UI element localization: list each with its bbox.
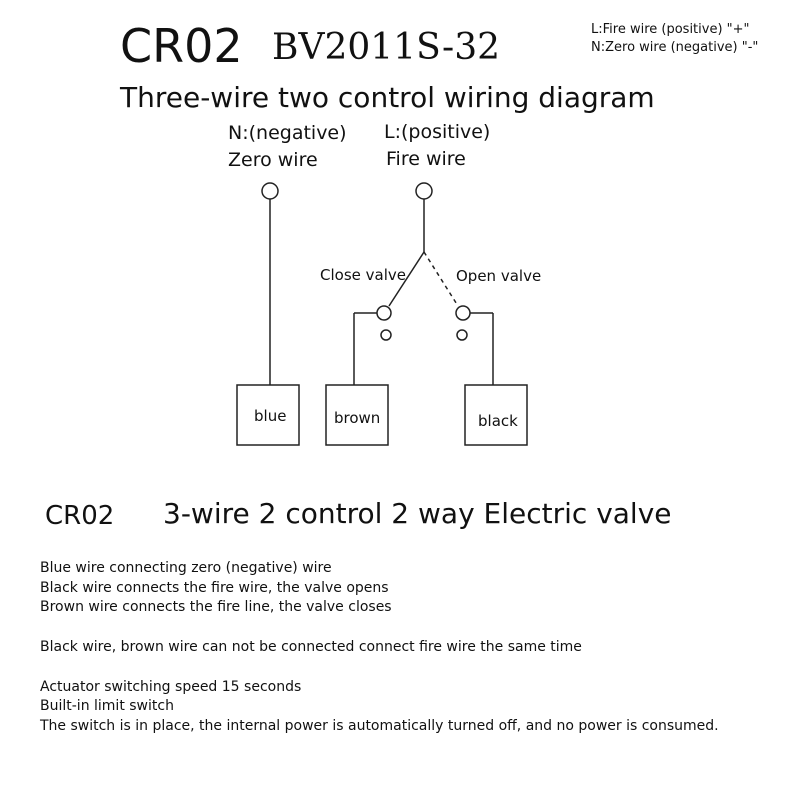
note-line: Actuator switching speed 15 seconds [40, 679, 302, 695]
terminal-l-circle [415, 182, 433, 200]
wire-label-black: black [478, 412, 518, 430]
close-contact-pin [380, 329, 392, 341]
close-contact-circle [376, 305, 392, 321]
diagram-title: Three-wire two control wiring diagram [120, 81, 655, 114]
open-contact-circle [455, 305, 471, 321]
note-line: Brown wire connects the fire line, the v… [40, 599, 392, 615]
terminal-l-sublabel: Fire wire [386, 148, 466, 170]
close-valve-label: Close valve [320, 266, 406, 284]
model-code: CR02 [120, 19, 243, 73]
model-number: BV2011S-32 [272, 27, 501, 68]
terminal-l-label: L:(positive) [384, 121, 491, 143]
product-code: CR02 [45, 501, 115, 531]
legend-zero-wire: N:Zero wire (negative) "-" [591, 40, 759, 55]
legend-fire-wire: L:Fire wire (positive) "+" [591, 22, 750, 37]
wire-label-brown: brown [334, 409, 381, 427]
wire-label-blue: blue [254, 407, 287, 425]
open-contact-pin [456, 329, 468, 341]
note-line: Built-in limit switch [40, 698, 174, 714]
terminal-n-circle [261, 182, 279, 200]
terminal-n-label: N:(negative) [228, 122, 347, 144]
product-title: 3-wire 2 control 2 way Electric valve [163, 497, 672, 530]
switch-blade-open [423, 251, 459, 307]
open-valve-label: Open valve [456, 267, 542, 285]
switch-blade-close [388, 251, 425, 307]
note-line: Black wire connects the fire wire, the v… [40, 580, 389, 596]
note-line: The switch is in place, the internal pow… [40, 718, 719, 734]
wire-box-blue [236, 384, 300, 446]
wire-box-black [464, 384, 528, 446]
terminal-n-sublabel: Zero wire [228, 149, 318, 171]
note-line: Blue wire connecting zero (negative) wir… [40, 560, 332, 576]
note-line: Black wire, brown wire can not be connec… [40, 639, 582, 655]
wire-box-brown [325, 384, 389, 446]
